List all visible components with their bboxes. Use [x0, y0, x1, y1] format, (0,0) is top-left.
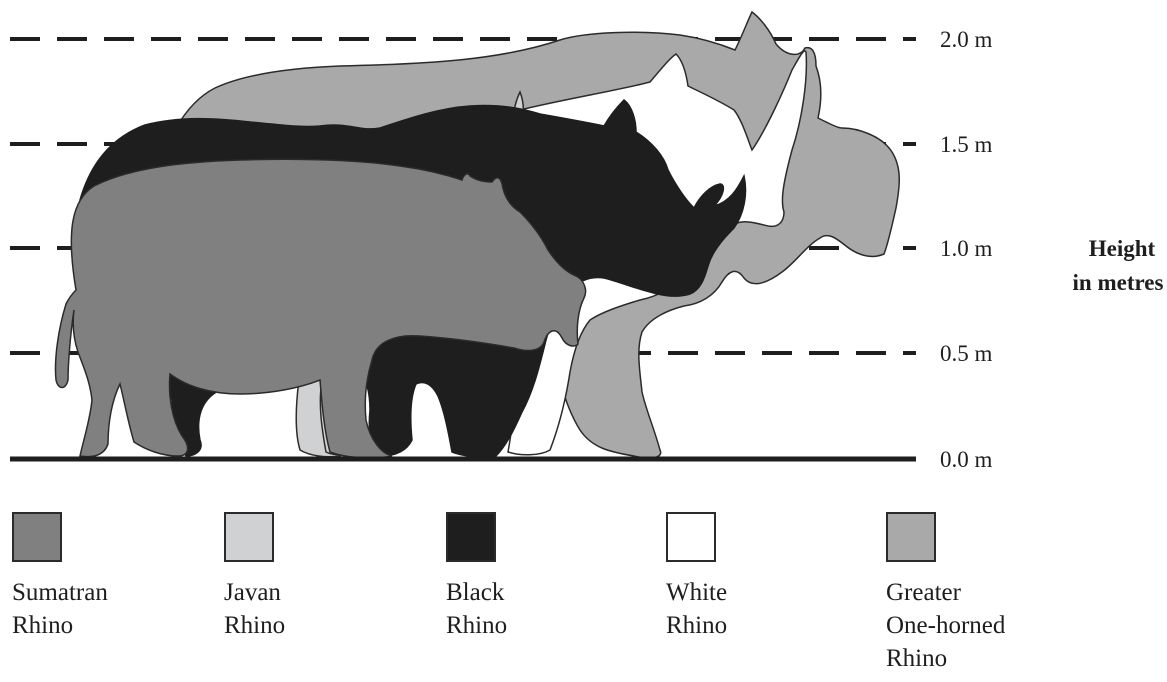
- legend-item-black: Black Rhino: [446, 512, 507, 642]
- tick-label-1-0: 1.0 m: [940, 236, 993, 261]
- legend-swatch-greater-one-horned: [886, 512, 936, 562]
- tick-label-0-5: 0.5 m: [940, 341, 993, 366]
- legend-label-greater-one-horned: Greater One-horned Rhino: [886, 576, 1005, 675]
- legend-label-javan: Javan Rhino: [224, 576, 285, 642]
- legend-label-white: White Rhino: [666, 576, 727, 642]
- axis-title-line2: in metres: [1073, 270, 1164, 295]
- legend-item-white: White Rhino: [666, 512, 727, 642]
- legend-item-greater-one-horned: Greater One-horned Rhino: [886, 512, 1005, 675]
- legend-item-sumatran: Sumatran Rhino: [12, 512, 108, 642]
- tick-label-0-0: 0.0 m: [940, 447, 993, 472]
- legend-label-sumatran: Sumatran Rhino: [12, 576, 108, 642]
- legend-swatch-white: [666, 512, 716, 562]
- legend-swatch-sumatran: [12, 512, 62, 562]
- axis-title-line1: Height: [1089, 236, 1156, 261]
- legend-label-black: Black Rhino: [446, 576, 507, 642]
- legend-swatch-black: [446, 512, 496, 562]
- tick-label-1-5: 1.5 m: [940, 132, 993, 157]
- tick-label-2-0: 2.0 m: [940, 27, 993, 52]
- legend-swatch-javan: [224, 512, 274, 562]
- legend-item-javan: Javan Rhino: [224, 512, 285, 642]
